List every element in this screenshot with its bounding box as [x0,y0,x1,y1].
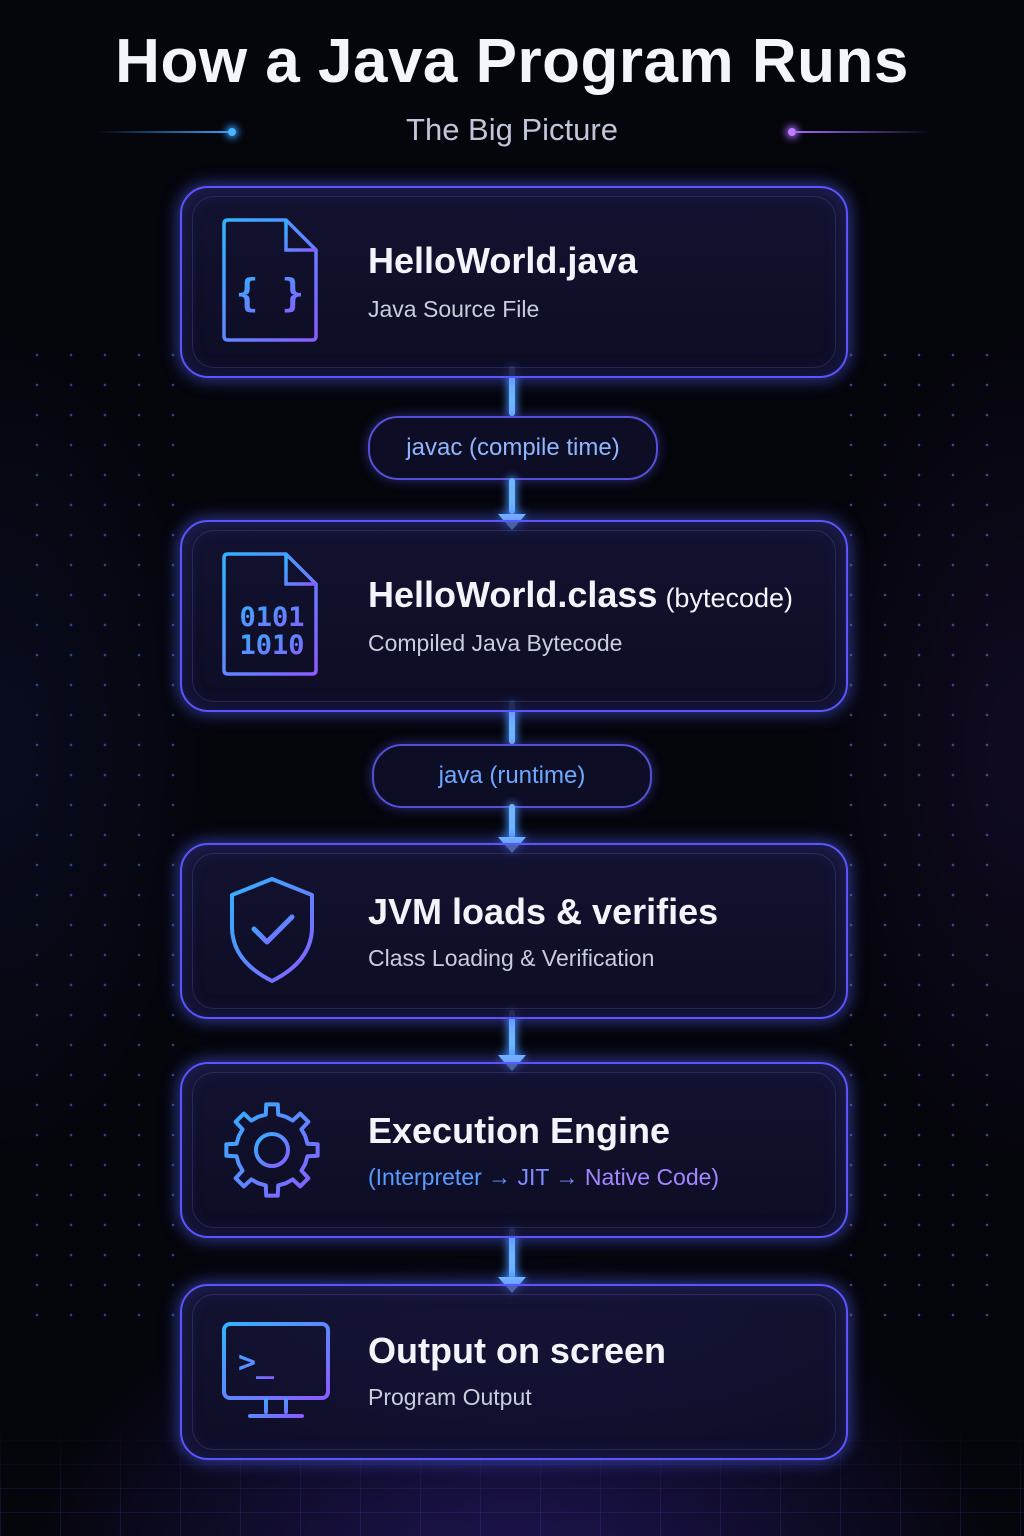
svg-text:1010: 1010 [239,630,304,661]
step-card-output: >_ Output on screen Program Output [180,1284,848,1460]
step-subtitle: Java Source File [368,296,540,322]
connector-line [509,366,515,416]
step-subtitle: (Interpreter → JIT → Native Code) [368,1164,720,1190]
title-deco-dot-right [788,128,796,136]
title-deco-line-left [96,131,234,133]
title-deco-line-right [794,131,932,133]
title-deco-dot-left [228,128,236,136]
step-title: JVM loads & verifies [368,891,719,932]
svg-text:0101: 0101 [239,602,304,633]
connector-line [509,804,515,838]
shield-check-icon [230,877,314,983]
terminal-icon: >_ [222,1322,330,1418]
step-subtitle: Class Loading & Verification [368,945,655,971]
step-card-bytecode: 0101 1010 HelloWorld.class(bytecode) Com… [180,520,848,712]
step-subtitle: Program Output [368,1384,532,1410]
step-subtitle: Compiled Java Bytecode [368,630,623,656]
step-title: Output on screen [368,1330,667,1371]
dot-pattern-right [834,340,1004,1340]
connector-label-compile: javac (compile time) [368,416,658,480]
step-card-jvm-verify: JVM loads & verifies Class Loading & Ver… [180,843,848,1019]
step-card-source-file: { } HelloWorld.java Java Source File [180,186,848,378]
step-title: Execution Engine [368,1110,671,1151]
step-title: HelloWorld.class(bytecode) [368,574,794,615]
page-subtitle: The Big Picture [406,112,618,147]
connector-label-runtime: java (runtime) [372,744,652,808]
gear-icon [224,1102,320,1198]
dot-pattern-left [20,340,190,1340]
svg-text:{ }: { } [236,271,305,315]
step-title: HelloWorld.java [368,240,638,281]
code-file-icon: { } [222,218,318,342]
connector-line [509,1228,515,1280]
svg-text:>_: >_ [238,1345,275,1380]
step-card-execution-engine: Execution Engine (Interpreter → JIT → Na… [180,1062,848,1238]
page-title: How a Java Program Runs [115,27,909,96]
binary-file-icon: 0101 1010 [222,552,318,676]
connector-line [509,1010,515,1058]
connector-line [509,700,515,744]
connector-line [509,478,515,514]
